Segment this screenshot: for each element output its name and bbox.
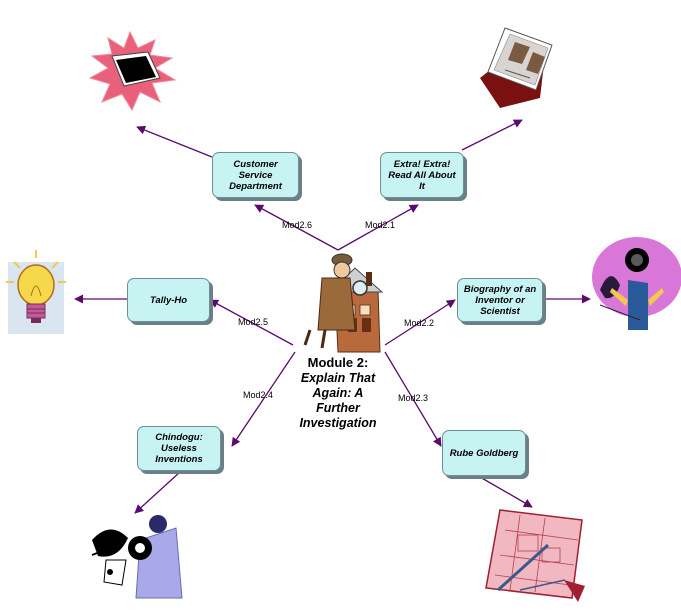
link-rube-image (479, 476, 533, 508)
edge-mod22-line (384, 299, 456, 346)
edge-label-mod21: Mod2.1 (365, 220, 396, 230)
starburst-screen-icon (88, 30, 177, 112)
module-title-line5: Investigation (299, 416, 377, 430)
center-module-title[interactable]: Module 2: Explain That Again: A Further … (280, 355, 396, 431)
edge-mod23-line (384, 351, 442, 447)
link-chindogu-image (134, 471, 181, 514)
inventor-figure-icon (91, 515, 183, 599)
newspaper-icon (480, 27, 553, 108)
module-title-line4: Further (316, 401, 360, 415)
node-biography[interactable]: Biography of an Inventor or Scientist (457, 278, 543, 322)
edge-mod26-line (254, 204, 339, 251)
node-rube[interactable]: Rube Goldberg (442, 430, 526, 476)
node-chindogu[interactable]: Chindogu: Useless Inventions (137, 426, 221, 471)
module-title-line1: Module 2: (307, 355, 369, 370)
edge-mod25-line (209, 299, 294, 346)
link-extra-image (461, 119, 523, 151)
link-customer-service-image (136, 125, 213, 158)
edge-mod24-line (231, 351, 296, 447)
node-extra[interactable]: Extra! Extra! Read All About It (380, 152, 464, 198)
edge-label-mod24: Mod2.4 (243, 390, 274, 400)
blueprint-icon (485, 509, 585, 602)
node-customer-service[interactable]: Customer Service Department (212, 152, 299, 198)
edge-label-mod22: Mod2.2 (404, 318, 435, 328)
edge-mod21-line (337, 204, 419, 251)
detective-house-icon (303, 253, 384, 353)
edge-label-mod25: Mod2.5 (238, 317, 269, 327)
edge-label-mod23: Mod2.3 (398, 393, 429, 403)
lightbulb-icon (6, 250, 66, 334)
module-title-line2: Explain That (300, 371, 376, 385)
node-tally-ho[interactable]: Tally-Ho (127, 278, 210, 322)
scientist-portrait-icon (592, 237, 681, 330)
edge-label-mod26: Mod2.6 (282, 220, 313, 230)
module-title-line3: Again: A (312, 386, 364, 400)
